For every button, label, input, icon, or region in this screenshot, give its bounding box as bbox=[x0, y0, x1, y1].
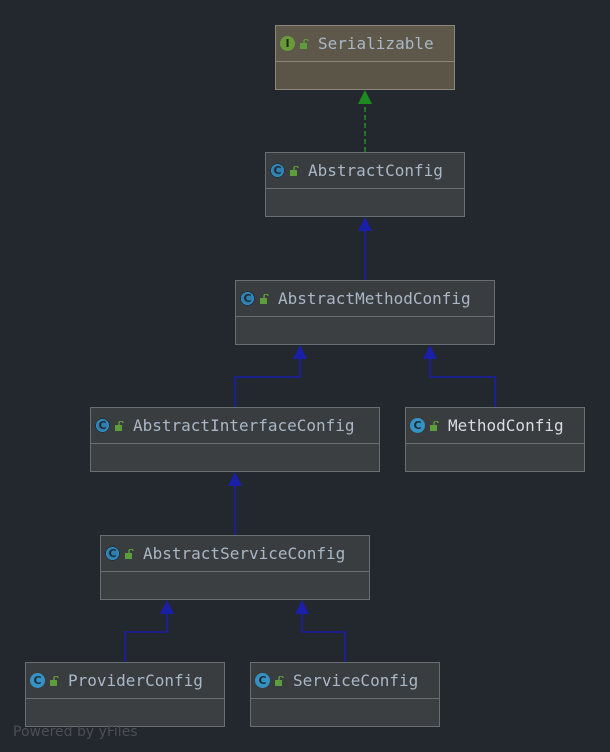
class-name: Serializable bbox=[318, 34, 434, 53]
class-icon: C bbox=[30, 673, 45, 688]
arrowhead bbox=[358, 217, 372, 231]
unlocked-icon bbox=[430, 420, 439, 431]
edge-implements bbox=[358, 90, 372, 152]
edge-extends bbox=[358, 217, 372, 280]
node-service-config[interactable]: C ServiceConfig bbox=[250, 662, 440, 727]
edge-extends bbox=[295, 600, 346, 662]
class-name: AbstractMethodConfig bbox=[278, 289, 471, 308]
edge-extends bbox=[124, 600, 174, 662]
abstract-class-icon: C bbox=[240, 291, 255, 306]
arrowhead bbox=[228, 472, 242, 486]
node-method-config[interactable]: C MethodConfig bbox=[405, 407, 585, 472]
unlocked-icon bbox=[260, 293, 269, 304]
class-icon: C bbox=[255, 673, 270, 688]
arrowhead bbox=[423, 345, 437, 359]
unlocked-icon bbox=[115, 420, 124, 431]
edge-extends bbox=[228, 472, 242, 535]
abstract-class-icon: C bbox=[270, 163, 285, 178]
class-members bbox=[251, 699, 439, 725]
node-abstract-config[interactable]: C AbstractConfig bbox=[265, 152, 465, 217]
arrowhead bbox=[293, 345, 307, 359]
node-serializable[interactable]: I Serializable bbox=[275, 25, 455, 90]
node-abstract-interface-config[interactable]: C AbstractInterfaceConfig bbox=[90, 407, 380, 472]
node-abstract-service-config[interactable]: C AbstractServiceConfig bbox=[100, 535, 370, 600]
class-members bbox=[101, 572, 369, 598]
abstract-class-icon: C bbox=[95, 418, 110, 433]
unlocked-icon bbox=[290, 165, 299, 176]
edge-extends bbox=[234, 345, 307, 407]
arrowhead bbox=[295, 600, 309, 614]
class-members bbox=[91, 444, 379, 470]
arrowhead bbox=[160, 600, 174, 614]
class-members bbox=[26, 699, 224, 725]
class-name: MethodConfig bbox=[448, 416, 564, 435]
class-name: AbstractServiceConfig bbox=[143, 544, 346, 563]
node-provider-config[interactable]: C ProviderConfig bbox=[25, 662, 225, 727]
class-name: ServiceConfig bbox=[293, 671, 419, 690]
interface-icon: I bbox=[280, 36, 295, 51]
class-name: AbstractInterfaceConfig bbox=[133, 416, 355, 435]
edge-extends bbox=[423, 345, 496, 407]
class-icon: C bbox=[410, 418, 425, 433]
unlocked-icon bbox=[50, 675, 59, 686]
unlocked-icon bbox=[275, 675, 284, 686]
abstract-class-icon: C bbox=[105, 546, 120, 561]
class-members bbox=[276, 62, 454, 88]
class-members bbox=[236, 317, 494, 343]
class-members bbox=[406, 444, 584, 470]
unlocked-icon bbox=[300, 38, 309, 49]
node-abstract-method-config[interactable]: C AbstractMethodConfig bbox=[235, 280, 495, 345]
arrowhead bbox=[358, 90, 372, 104]
class-name: ProviderConfig bbox=[68, 671, 203, 690]
class-name: AbstractConfig bbox=[308, 161, 443, 180]
class-members bbox=[266, 189, 464, 215]
unlocked-icon bbox=[125, 548, 134, 559]
watermark: Powered by yFiles bbox=[13, 724, 138, 740]
